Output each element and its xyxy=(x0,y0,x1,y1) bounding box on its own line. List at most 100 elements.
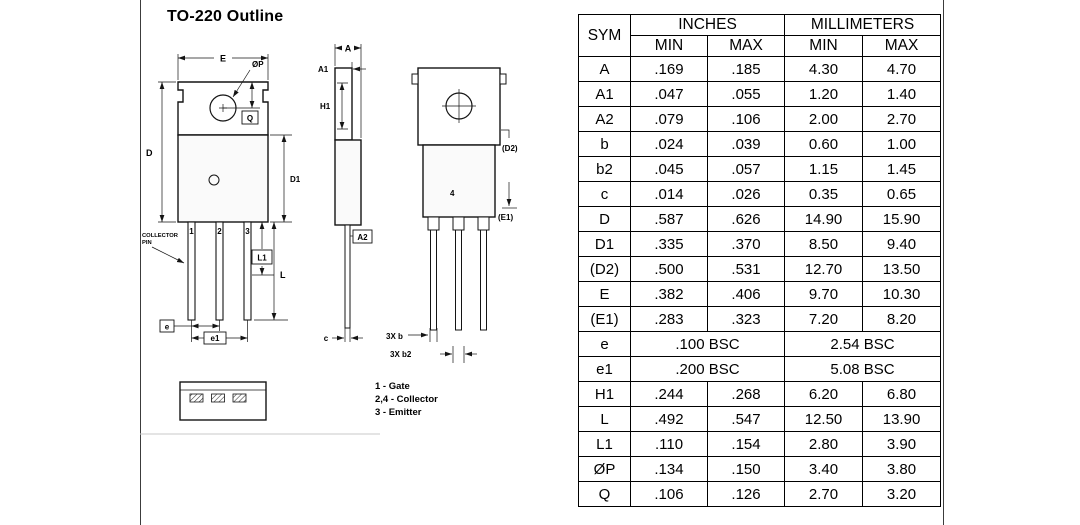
back-lead-3 xyxy=(480,229,487,331)
cell-mm-max: 2.70 xyxy=(862,106,942,132)
cell-mm-min: 8.50 xyxy=(784,231,864,257)
cell-mm-min: 6.20 xyxy=(784,381,864,407)
front-lead-2 xyxy=(215,221,224,321)
dim-ext-D xyxy=(158,81,176,223)
cell-inches-min: .134 xyxy=(630,456,708,482)
side-view: A A1 H1 A2 c xyxy=(318,44,373,343)
dim-label-D1: D1 xyxy=(290,175,301,184)
dim-label-L: L xyxy=(280,270,286,280)
cell-inches-max: .150 xyxy=(706,456,786,482)
cell-inches-bsc: .100 BSC xyxy=(629,331,786,357)
cell-inches-min: .335 xyxy=(630,231,708,257)
col-header-inches-max: MAX xyxy=(706,35,786,57)
cell-inches-min: .492 xyxy=(630,406,708,432)
dim-label-b: 3X b xyxy=(386,332,403,341)
dim-label-b2: 3X b2 xyxy=(390,350,412,359)
pin-legend: 1 - Gate 2,4 - Collector 3 - Emitter xyxy=(375,381,438,418)
dim-label-A1: A1 xyxy=(318,65,329,74)
cell-inches-min: .244 xyxy=(630,381,708,407)
cell-mm-max: 1.40 xyxy=(862,81,942,107)
dim-label-D2: (D2) xyxy=(502,144,518,153)
bottom-view xyxy=(179,381,267,421)
cell-symbol: D xyxy=(578,206,631,232)
col-header-mm-min: MIN xyxy=(784,35,864,57)
col-header-inches-min: MIN xyxy=(630,35,708,57)
back-lead-1 xyxy=(430,229,437,331)
cell-symbol: L1 xyxy=(578,431,631,457)
ejector-pin-mark xyxy=(208,174,220,186)
side-lead xyxy=(344,224,351,329)
dim-label-e1: e1 xyxy=(211,334,220,343)
cell-symbol: A1 xyxy=(578,81,631,107)
cell-mm-max: 4.70 xyxy=(862,56,942,82)
cell-mm-max: 0.65 xyxy=(862,181,942,207)
cell-inches-max: .323 xyxy=(706,306,786,332)
cell-mm-min: 1.15 xyxy=(784,156,864,182)
pin-number-2: 2 xyxy=(217,227,222,236)
cell-symbol: b2 xyxy=(578,156,631,182)
cell-inches-min: .382 xyxy=(630,281,708,307)
cell-mm-max: 6.80 xyxy=(862,381,942,407)
cell-inches-max: .531 xyxy=(706,256,786,282)
cell-mm-min: 0.60 xyxy=(784,131,864,157)
cell-inches-max: .370 xyxy=(706,231,786,257)
cell-mm-max: 9.40 xyxy=(862,231,942,257)
cell-inches-min: .047 xyxy=(630,81,708,107)
dim-label-D: D xyxy=(146,148,153,158)
cell-symbol: A xyxy=(578,56,631,82)
cell-mm-max: 1.00 xyxy=(862,131,942,157)
cell-inches-max: .185 xyxy=(706,56,786,82)
dim-label-c: c xyxy=(324,334,329,343)
cell-inches-max: .126 xyxy=(706,481,786,507)
cell-inches-max: .268 xyxy=(706,381,786,407)
cell-inches-max: .039 xyxy=(706,131,786,157)
cell-inches-min: .169 xyxy=(630,56,708,82)
cell-mm-bsc: 2.54 BSC xyxy=(784,331,942,357)
dim-ext-b2 xyxy=(452,346,465,363)
cell-mm-max: 13.90 xyxy=(862,406,942,432)
cell-symbol: D1 xyxy=(578,231,631,257)
cell-inches-min: .500 xyxy=(630,256,708,282)
back-body-outline xyxy=(422,144,496,218)
col-header-inches: INCHES xyxy=(629,14,786,36)
dim-label-A2: A2 xyxy=(357,233,368,242)
bottom-pad-1 xyxy=(189,393,204,403)
cell-mm-min: 9.70 xyxy=(784,281,864,307)
back-lead-shoulder-3 xyxy=(477,216,490,231)
dim-box-A2 xyxy=(352,229,373,244)
back-lead-shoulder-1 xyxy=(427,216,440,231)
dimension-table-head: SYM INCHES MILLIMETERS MIN MAX MIN MAX xyxy=(578,14,942,57)
cell-inches-max: .026 xyxy=(706,181,786,207)
back-lead-shoulder-2 xyxy=(452,216,465,231)
legend-collector: 2,4 - Collector xyxy=(375,394,438,405)
dim-label-P: ØP xyxy=(252,60,264,69)
cell-mm-min: 0.35 xyxy=(784,181,864,207)
bottom-pad-3 xyxy=(232,393,247,403)
side-body-outline xyxy=(334,139,362,226)
cell-inches-min: .106 xyxy=(630,481,708,507)
col-header-sym: SYM xyxy=(578,14,631,57)
cell-symbol: b xyxy=(578,131,631,157)
cell-mm-min: 2.80 xyxy=(784,431,864,457)
cell-symbol: ØP xyxy=(578,456,631,482)
back-hole-centerlines xyxy=(442,89,476,123)
dim-label-E1: (E1) xyxy=(498,213,513,222)
cell-inches-min: .024 xyxy=(630,131,708,157)
dim-label-H1: H1 xyxy=(320,102,331,111)
cell-inches-max: .626 xyxy=(706,206,786,232)
back-tab-ear-left xyxy=(411,73,419,85)
cell-symbol: (E1) xyxy=(578,306,631,332)
cell-inches-min: .110 xyxy=(630,431,708,457)
legend-gate: 1 - Gate xyxy=(375,381,410,392)
back-lead-2 xyxy=(455,229,462,331)
page-title: TO-220 Outline xyxy=(167,8,284,25)
